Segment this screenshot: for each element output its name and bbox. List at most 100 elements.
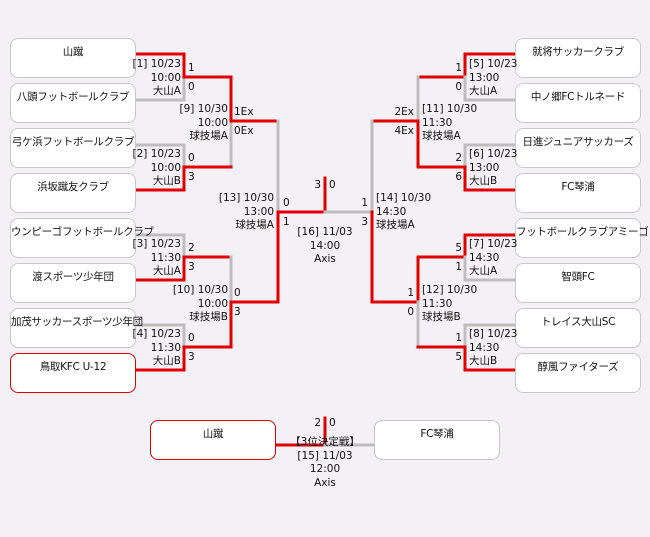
team-box[interactable]: 山蹴 (150, 420, 276, 460)
team-name: 渡スポーツ少年団 (32, 271, 114, 283)
score-bottom: 0Ex (234, 125, 254, 137)
match-time: 13:00 (469, 71, 500, 84)
match-time: 14:00 (309, 239, 341, 252)
third-score-right: 0 (329, 417, 336, 429)
match-time: 14:30 (469, 251, 500, 264)
team-box[interactable]: 八頭フットボールクラブ (10, 83, 136, 123)
score-bottom: 1 (455, 261, 462, 273)
match-no: [12] 10/30 (422, 284, 478, 296)
team-box[interactable]: 鳥取KFC U-12 (10, 353, 136, 393)
team-name: 日進ジュニアサッカーズ (522, 136, 634, 148)
team-name: 弓ケ浜フットボールクラブ (11, 136, 135, 148)
match-time: 10:00 (150, 161, 181, 174)
team-name: フットボールクラブアミーゴ (516, 226, 649, 238)
match-no: [5] 10/23 (469, 58, 518, 70)
match-no: [14] 10/30 (376, 192, 432, 204)
match-time: 11:30 (422, 116, 453, 129)
match-venue: 大山A (152, 265, 181, 277)
team-box[interactable]: FC琴浦 (515, 173, 641, 213)
match-venue: 球技場A (422, 130, 461, 142)
match-time: 11:30 (422, 297, 453, 310)
score-top: 2 (455, 152, 462, 164)
match-venue: Axis (314, 253, 336, 265)
match-venue: 球技場B (422, 311, 461, 323)
match-no: [8] 10/23 (469, 328, 518, 340)
team-box[interactable]: 山蹴 (10, 38, 136, 78)
team-box[interactable]: 就将サッカークラブ (515, 38, 641, 78)
score-bottom: 0 (188, 81, 195, 93)
team-name: 加茂サッカースポーツ少年団 (11, 316, 143, 328)
match-no: [10] 10/30 (172, 284, 228, 296)
team-name: 鳥取KFC U-12 (39, 361, 107, 373)
match-time: 10:00 (197, 116, 228, 129)
score-bottom: 5 (455, 351, 462, 363)
score-top: 1 (361, 197, 368, 209)
team-box[interactable]: 弓ケ浜フットボールクラブ (10, 128, 136, 168)
match-venue: 大山B (469, 175, 498, 187)
match-no: [6] 10/23 (469, 148, 518, 160)
match-time: 10:00 (150, 71, 181, 84)
team-name: 就将サッカークラブ (532, 46, 624, 58)
team-name: 中ノ郷FCトルネード (530, 91, 626, 103)
team-name: 浜坂蹴友クラブ (37, 181, 109, 193)
score-bottom: 0 (407, 306, 414, 318)
team-box[interactable]: 醇風ファイターズ (515, 353, 641, 393)
team-box[interactable]: 加茂サッカースポーツ少年団 (10, 308, 143, 348)
score-top: 5 (455, 242, 462, 254)
match-no: [13] 10/30 (218, 192, 274, 204)
team-name: 八頭フットボールクラブ (16, 91, 130, 103)
match-venue: 大山A (469, 85, 498, 97)
third-score-left: 2 (314, 417, 321, 429)
match-venue: 大山A (152, 85, 181, 97)
match-venue: 大山B (152, 175, 181, 187)
score-top: 1 (407, 287, 414, 299)
score-bottom: 3 (188, 351, 195, 363)
team-name: 智頭FC (561, 271, 595, 283)
match-no: [11] 10/30 (422, 103, 478, 115)
match-time: 13:00 (469, 161, 500, 174)
score-top: 1Ex (234, 106, 254, 118)
final-score-right: 0 (329, 179, 336, 191)
match-venue: 球技場A (189, 130, 228, 142)
score-bottom: 3 (234, 306, 241, 318)
score-top: 0 (188, 152, 195, 164)
team-box[interactable]: 浜坂蹴友クラブ (10, 173, 136, 213)
third-place-label: 【3位決定戦】 (290, 436, 360, 448)
match-no: [7] 10/23 (469, 238, 518, 250)
third-place-no: [15] 11/03 (297, 449, 353, 462)
score-top: 1 (188, 62, 195, 74)
match-venue: 大山B (469, 355, 498, 367)
match-no: [9] 10/30 (179, 103, 228, 115)
score-top: 1 (455, 332, 462, 344)
third-place-time: 12:00 (309, 463, 341, 476)
team-box[interactable]: フットボールクラブアミーゴ (515, 218, 649, 258)
team-box[interactable]: 中ノ郷FCトルネード (515, 83, 641, 123)
score-bottom: 6 (455, 171, 462, 183)
team-box[interactable]: FC琴浦 (374, 420, 500, 460)
match-time: 11:30 (150, 251, 181, 264)
score-top: 2 (188, 242, 195, 254)
score-bottom: 0 (455, 81, 462, 93)
match-time: 11:30 (150, 341, 181, 354)
team-box[interactable]: ウンピーゴフットボールクラブ (10, 218, 154, 258)
team-box[interactable]: 智頭FC (515, 263, 641, 303)
score-bottom: 3 (188, 171, 195, 183)
match-no: [1] 10/23 (132, 58, 181, 70)
score-bottom: 1 (283, 216, 290, 228)
team-box[interactable]: 日進ジュニアサッカーズ (515, 128, 641, 168)
match-venue: 球技場A (376, 219, 415, 231)
match-venue: 大山B (152, 355, 181, 367)
score-bottom: 4Ex (394, 125, 414, 137)
match-no: [3] 10/23 (132, 238, 181, 250)
team-name: FC琴浦 (420, 428, 454, 440)
team-box[interactable]: 渡スポーツ少年団 (10, 263, 136, 303)
match-time: 10:00 (197, 297, 228, 310)
match-time: 14:30 (469, 341, 500, 354)
match-venue: 大山A (469, 265, 498, 277)
team-box[interactable]: トレイス大山SC (515, 308, 641, 348)
match-time: 13:00 (243, 205, 274, 218)
match-venue: 球技場B (189, 311, 228, 323)
score-top: 0 (234, 287, 241, 299)
score-top: 0 (188, 332, 195, 344)
